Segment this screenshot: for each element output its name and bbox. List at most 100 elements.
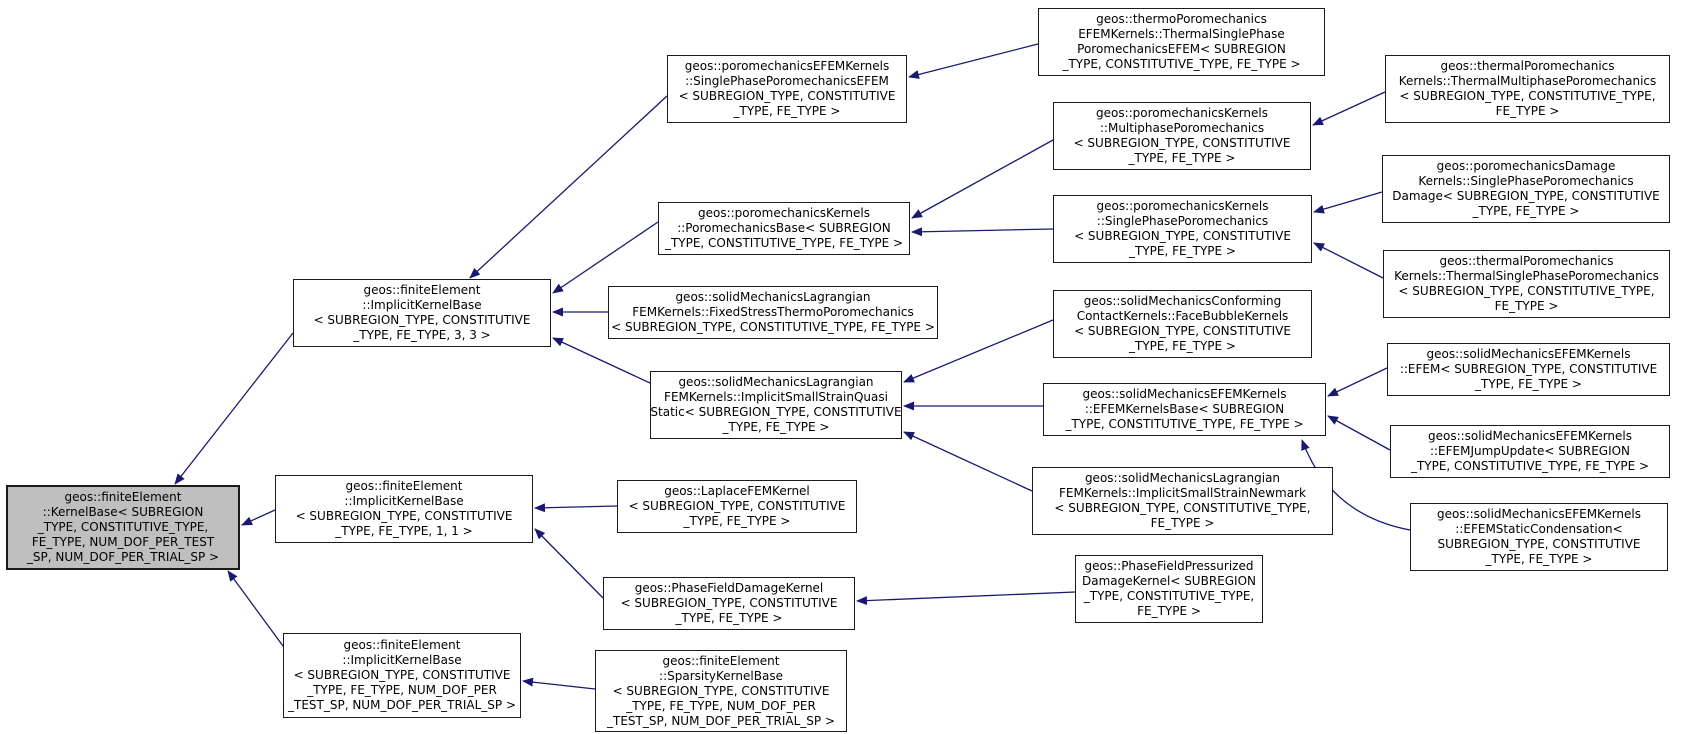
class-node-label-line: _TYPE, FE_TYPE, 1, 1 > xyxy=(335,524,473,538)
class-node-label-line: _TYPE, FE_TYPE > xyxy=(1129,244,1236,258)
class-node-label-line: _TYPE, CONSTITUTIVE_TYPE, FE_TYPE > xyxy=(1062,57,1301,71)
class-node-label-line: geos::PhaseFieldDamageKernel xyxy=(634,581,824,595)
inheritance-arrow-efem-to-efem-kernels-base xyxy=(1327,367,1388,397)
class-node-label-line: _TYPE, FE_TYPE, NUM_DOF_PER xyxy=(307,683,497,697)
class-node-label-line: _TYPE, FE_TYPE > xyxy=(722,420,830,434)
inheritance-arrow-phase-field-pressurized-damage-kernel-to-phase-field-damage-kernel xyxy=(856,591,1076,606)
class-node-implicit-kernel-base-num-dof[interactable]: geos::finiteElement::ImplicitKernelBase<… xyxy=(283,633,521,718)
class-node-label-line: ::ImplicitKernelBase xyxy=(362,298,482,312)
class-node-label-line: geos::poromechanicsEFEMKernels xyxy=(684,59,890,73)
class-node-label-line: geos::finiteElement xyxy=(363,283,481,297)
class-node-label-line: geos::solidMechanicsLagrangian xyxy=(675,290,871,304)
class-node-label-line: ::EFEM< SUBREGION_TYPE, CONSTITUTIVE xyxy=(1399,362,1658,376)
class-node-sparsity-kernel-base[interactable]: geos::finiteElement::SparsityKernelBase<… xyxy=(595,650,847,732)
class-node-label-line: Kernels::ThermalSinglePhasePoromechanics xyxy=(1394,269,1659,283)
class-node-label-line: SUBREGION_TYPE, CONSTITUTIVE xyxy=(1437,537,1641,551)
class-node-label-line: FE_TYPE > xyxy=(1137,604,1201,618)
class-node-label-line: ContactKernels::FaceBubbleKernels xyxy=(1076,309,1289,323)
class-node-label-line: _TYPE, FE_TYPE > xyxy=(733,104,841,118)
class-node-label-line: _TYPE, FE_TYPE > xyxy=(1472,204,1580,218)
class-node-label-line: geos::solidMechanicsLagrangian xyxy=(1084,471,1281,485)
class-node-label-line: FEMKernels::FixedStressThermoPoromechani… xyxy=(632,305,914,319)
class-node-label-line: DamageKernel< SUBREGION xyxy=(1081,574,1257,588)
class-node-phase-field-damage-kernel[interactable]: geos::PhaseFieldDamageKernel< SUBREGION_… xyxy=(603,577,855,630)
class-node-label-line: geos::solidMechanicsEFEMKernels xyxy=(1427,429,1632,443)
class-node-efem-jump-update[interactable]: geos::solidMechanicsEFEMKernels::EFEMJum… xyxy=(1390,425,1670,478)
class-node-label-line: ::ImplicitKernelBase xyxy=(342,653,462,667)
class-node-label-line: Static< SUBREGION_TYPE, CONSTITUTIVE xyxy=(650,405,902,419)
class-node-label-line: < SUBREGION_TYPE, CONSTITUTIVE xyxy=(1074,229,1291,243)
inheritance-arrow-implicit-kernel-base-1-1-to-kernel-base xyxy=(241,509,276,526)
class-node-label-line: geos::poromechanicsDamage xyxy=(1436,159,1616,173)
class-node-efem-static-condensation[interactable]: geos::solidMechanicsEFEMKernels::EFEMSta… xyxy=(1410,503,1668,571)
inheritance-arrow-laplace-fem-kernel-to-implicit-kernel-base-1-1 xyxy=(534,503,618,513)
class-node-label-line: FE_TYPE > xyxy=(1150,516,1215,530)
inheritance-arrow-multiphase-poromechanics-to-poromechanics-base xyxy=(911,139,1054,219)
class-node-efem-kernels-base[interactable]: geos::solidMechanicsEFEMKernels::EFEMKer… xyxy=(1043,383,1326,436)
class-node-label-line: < SUBREGION_TYPE, CONSTITUTIVE xyxy=(1073,136,1291,150)
inheritance-arrow-thermal-single-phase-poromechanics-to-single-phase-poromechanics xyxy=(1313,242,1384,279)
class-node-efem[interactable]: geos::solidMechanicsEFEMKernels::EFEM< S… xyxy=(1387,343,1670,396)
class-node-label-line: < SUBREGION_TYPE, CONSTITUTIVE xyxy=(313,313,531,327)
class-node-label-line: geos::thermalPoromechanics xyxy=(1440,59,1615,73)
class-node-label-line: _TEST_SP, NUM_DOF_PER_TRIAL_SP > xyxy=(606,713,836,728)
class-node-label-line: geos::finiteElement xyxy=(662,653,780,668)
class-node-label-line: EFEMKernels::ThermalSinglePhase xyxy=(1078,27,1285,41)
class-node-label-line: geos::solidMechanicsLagrangian xyxy=(678,375,874,389)
class-node-label-line: < SUBREGION_TYPE, CONSTITUTIVE xyxy=(293,668,511,682)
inheritance-arrow-single-phase-poromechanics-to-poromechanics-base xyxy=(911,227,1054,237)
class-node-label-line: FE_TYPE > xyxy=(1495,104,1560,118)
class-node-label-line: ::PoromechanicsBase< SUBREGION xyxy=(677,221,891,235)
class-node-multiphase-poromechanics[interactable]: geos::poromechanicsKernels::MultiphasePo… xyxy=(1053,102,1311,170)
class-node-label-line: geos::solidMechanicsEFEMKernels xyxy=(1426,347,1631,361)
class-node-kernel-base[interactable]: geos::finiteElement::KernelBase< SUBREGI… xyxy=(6,485,240,570)
inheritance-arrow-thermal-single-phase-poromechanics-efem-to-single-phase-poromechanics-efem xyxy=(908,43,1039,79)
class-node-label-line: ::EFEMStaticCondensation< xyxy=(1455,522,1623,536)
class-node-label-line: < SUBREGION_TYPE, CONSTITUTIVE xyxy=(620,596,838,610)
inheritance-arrow-efem-jump-update-to-efem-kernels-base xyxy=(1327,415,1391,451)
class-node-label-line: _TYPE, FE_TYPE > xyxy=(675,611,783,625)
class-node-implicit-kernel-base-3-3[interactable]: geos::finiteElement::ImplicitKernelBase<… xyxy=(293,279,551,347)
inheritance-arrow-single-phase-poromechanics-efem-to-implicit-kernel-base-3-3 xyxy=(469,95,668,279)
class-node-poromechanics-base[interactable]: geos::poromechanicsKernels::Poromechanic… xyxy=(658,202,910,255)
class-node-label-line: PoromechanicsEFEM< SUBREGION xyxy=(1077,42,1286,56)
class-node-label-line: ::EFEMJumpUpdate< SUBREGION xyxy=(1429,444,1631,458)
class-node-label-line: FE_TYPE > xyxy=(1494,299,1559,313)
class-node-laplace-fem-kernel[interactable]: geos::LaplaceFEMKernel< SUBREGION_TYPE, … xyxy=(617,480,857,533)
class-node-label-line: < SUBREGION_TYPE, CONSTITUTIVE_TYPE, xyxy=(1399,89,1656,103)
class-node-label-line: _TYPE, FE_TYPE > xyxy=(1475,377,1582,391)
class-node-label-line: _TYPE, FE_TYPE > xyxy=(1129,339,1236,353)
class-node-label-line: ::KernelBase< SUBREGION xyxy=(42,505,204,519)
class-node-single-phase-poromechanics-efem[interactable]: geos::poromechanicsEFEMKernels::SinglePh… xyxy=(667,55,907,123)
class-node-single-phase-poromechanics[interactable]: geos::poromechanicsKernels::SinglePhaseP… xyxy=(1053,195,1312,263)
class-node-label-line: geos::solidMechanicsEFEMKernels xyxy=(1436,507,1641,521)
class-node-label-line: < SUBREGION_TYPE, CONSTITUTIVE xyxy=(612,683,830,698)
class-node-label-line: ::ImplicitKernelBase xyxy=(344,494,464,508)
inheritance-arrow-poromechanics-base-to-implicit-kernel-base-3-3 xyxy=(552,221,659,294)
class-node-label-line: _TYPE, FE_TYPE, 3, 3 > xyxy=(353,328,491,342)
class-node-label-line: ::SparsityKernelBase xyxy=(659,668,783,683)
class-node-label-line: _TYPE, CONSTITUTIVE_TYPE, xyxy=(37,520,209,534)
class-node-label-line: geos::thermoPoromechanics xyxy=(1096,12,1267,26)
class-node-label-line: _TEST_SP, NUM_DOF_PER_TRIAL_SP > xyxy=(287,698,517,712)
class-node-label-line: _TYPE, FE_TYPE > xyxy=(1485,552,1593,566)
class-node-label-line: ::EFEMKernelsBase< SUBREGION xyxy=(1084,402,1285,416)
class-node-label-line: ::MultiphasePoromechanics xyxy=(1099,121,1265,135)
class-node-label-line: geos::finiteElement xyxy=(345,479,463,493)
inheritance-arrow-single-phase-poromechanics-damage-to-single-phase-poromechanics xyxy=(1313,191,1383,214)
class-node-label-line: geos::finiteElement xyxy=(343,638,461,652)
class-node-implicit-kernel-base-1-1[interactable]: geos::finiteElement::ImplicitKernelBase<… xyxy=(275,475,533,543)
class-node-label-line: _TYPE, CONSTITUTIVE_TYPE, xyxy=(1083,589,1255,603)
inheritance-arrow-implicit-small-strain-newmark-to-implicit-small-strain-quasi-static xyxy=(903,431,1033,492)
class-node-label-line: geos::LaplaceFEMKernel xyxy=(664,484,810,498)
